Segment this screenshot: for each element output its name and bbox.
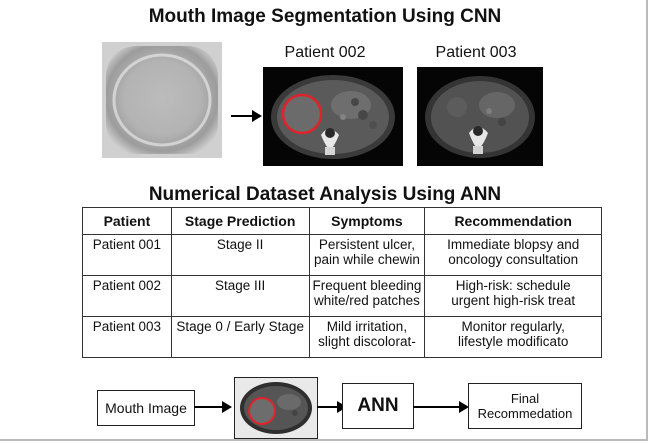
table-row: Patient 002 Stage III Frequent bleeding … xyxy=(82,275,602,317)
table-row: Patient 001 Stage II Persistent ulcer, p… xyxy=(82,234,602,276)
header-stage: Stage Prediction xyxy=(170,207,310,235)
header-recommendation: Recommendation xyxy=(424,207,602,235)
table-header-row: Patient Stage Prediction Symptoms Recomm… xyxy=(82,207,602,235)
cell-patient: Patient 003 xyxy=(82,316,172,358)
symptoms-line: slight discolorat- xyxy=(318,334,416,349)
symptoms-line: Frequent bleeding xyxy=(312,278,422,293)
table-row: Patient 003 Stage 0 / Early Stage Mild i… xyxy=(82,316,602,358)
pipeline-ann-label: ANN xyxy=(357,395,399,416)
pipeline-ann-box: ANN xyxy=(342,383,414,429)
patient-002-label: Patient 002 xyxy=(284,44,366,61)
cell-patient: Patient 002 xyxy=(82,275,172,317)
patient-002-ct-scan xyxy=(263,67,403,166)
pipeline-output-box: Final Recommedation xyxy=(468,383,582,429)
segmentation-outline-002 xyxy=(281,93,323,135)
symptoms-line: Persistent ulcer, xyxy=(318,237,415,252)
recommendation-line: oncology consultation xyxy=(448,252,579,267)
cell-stage: Stage 0 / Early Stage xyxy=(170,316,310,358)
recommendation-line: lifestyle modificato xyxy=(458,334,569,349)
arrow-shaft xyxy=(231,115,255,117)
pipeline-arrow-3-shaft xyxy=(413,406,461,408)
cell-symptoms: Frequent bleeding white/red patches xyxy=(308,275,426,317)
recommendation-line: Immediate blopsy and xyxy=(447,237,580,252)
header-symptoms: Symptoms xyxy=(308,207,426,235)
symptoms-line: pain while chewin xyxy=(314,252,420,267)
ann-section-title: Numerical Dataset Analysis Using ANN xyxy=(148,184,502,205)
pipeline-input-label: Mouth Image xyxy=(105,400,187,416)
cell-symptoms: Persistent ulcer, pain while chewin xyxy=(308,234,426,276)
pipeline-arrow-3-head xyxy=(459,401,469,413)
cell-recommendation: High-risk: schedule urgent high-risk tre… xyxy=(424,275,602,317)
cell-recommendation: Immediate blopsy and oncology consultati… xyxy=(424,234,602,276)
dataset-table: Patient Stage Prediction Symptoms Recomm… xyxy=(82,207,602,358)
cell-patient: Patient 001 xyxy=(82,234,172,276)
arrow-head xyxy=(252,110,262,122)
cell-stage: Stage III xyxy=(170,275,310,317)
mouth-input-image xyxy=(102,42,222,158)
recommendation-line: Monitor regularly, xyxy=(461,319,565,334)
symptoms-line: white/red patches xyxy=(314,293,420,308)
pipeline-output-line: Final xyxy=(510,391,540,406)
cnn-section-title: Mouth Image Segmentation Using CNN xyxy=(148,6,502,27)
pipeline-segmented-image xyxy=(234,377,318,439)
pipeline-arrow-2-shaft xyxy=(317,406,339,408)
pipeline-arrow-1-shaft xyxy=(194,406,224,408)
recommendation-line: urgent high-risk treat xyxy=(451,293,576,308)
recommendation-line: High-risk: schedule xyxy=(455,278,571,293)
pipeline-arrow-1-head xyxy=(222,401,232,413)
patient-003-ct-scan xyxy=(417,67,543,166)
cell-recommendation: Monitor regularly, lifestyle modificato xyxy=(424,316,602,358)
header-patient: Patient xyxy=(82,207,172,235)
cell-symptoms: Mild irritation, slight discolorat- xyxy=(308,316,426,358)
symptoms-line: Mild irritation, xyxy=(326,319,408,334)
patient-003-label: Patient 003 xyxy=(435,44,517,61)
pipeline-output-line: Recommedation xyxy=(477,406,573,421)
cell-stage: Stage II xyxy=(170,234,310,276)
pipeline-input-box: Mouth Image xyxy=(97,390,195,426)
